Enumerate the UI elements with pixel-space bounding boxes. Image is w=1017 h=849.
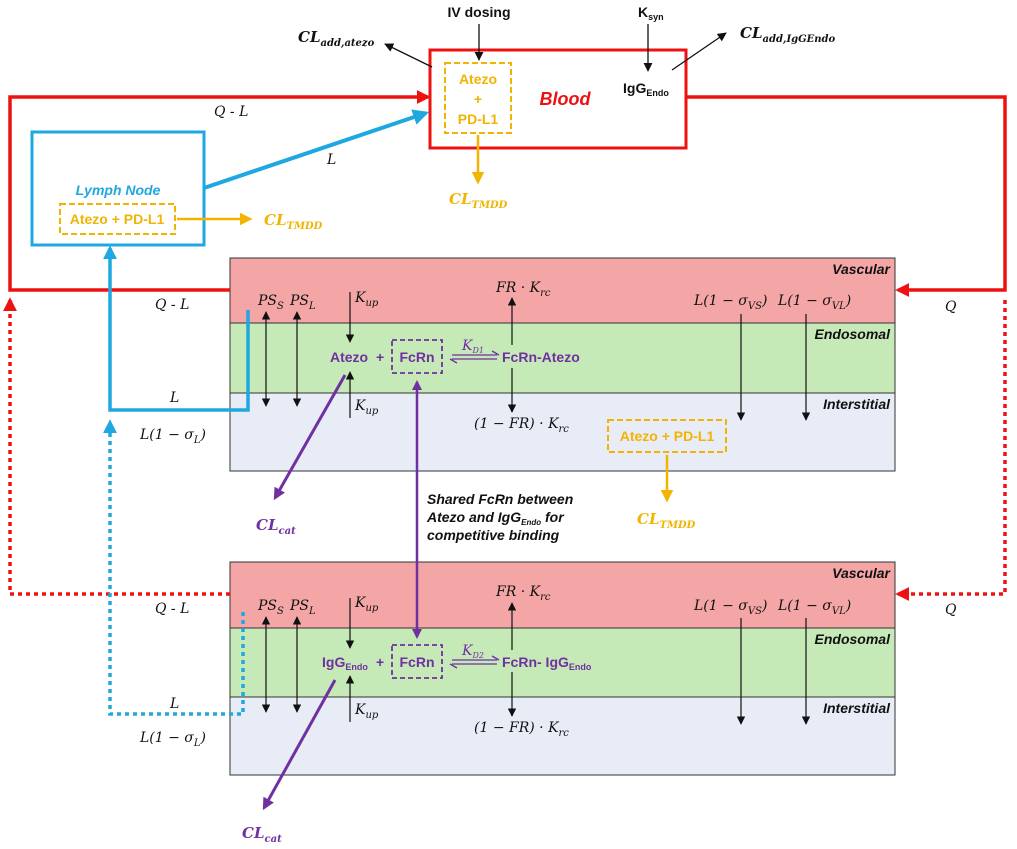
fcrn-box xyxy=(391,339,443,374)
cl-add-atezo-arrow xyxy=(384,43,433,68)
interstitial-layer-2 xyxy=(229,696,896,776)
kup-bottom-label: Kup xyxy=(354,398,379,417)
l-sigma-vs-label: L(1 − σVS) xyxy=(693,293,767,312)
tissue-to-lymph-line xyxy=(103,245,250,412)
kup-top-label-2: Kup xyxy=(354,595,379,614)
interstitial-label-2: Interstitial xyxy=(823,700,891,716)
vascular-layer xyxy=(229,257,896,324)
interstitial-complex-label: Atezo + PD-L1 xyxy=(620,428,715,444)
q-minus-l-label-1: Q - L xyxy=(155,297,189,313)
shared-note-line2: Atezo and IgGEndo for xyxy=(426,509,565,527)
blood-box xyxy=(428,48,688,150)
kd2-label: KD2 xyxy=(461,643,484,660)
ps-l-label: PSL xyxy=(289,293,316,312)
atezo-endo-label: Atezo xyxy=(330,349,368,365)
fcrn-atezo-label: FcRn-Atezo xyxy=(502,349,580,365)
kup-top-label: Kup xyxy=(354,290,379,309)
blood-igg-endo: IgGEndo xyxy=(623,80,669,98)
kup-bottom-label-2: Kup xyxy=(354,702,379,721)
lymph-node: Lymph Node Atezo + PD-L1 CLTMDD xyxy=(30,130,323,247)
ps-s-label-2: PSS xyxy=(257,598,284,617)
q-arterial-line-2 xyxy=(895,300,1007,601)
vascular-layer-2 xyxy=(229,561,896,629)
cl-cat-1: CLcat xyxy=(256,516,296,537)
shared-fcrn-note: Shared FcRn between Atezo and IgGEndo fo… xyxy=(426,491,573,543)
cl-cat-arrow-1 xyxy=(273,374,347,501)
one-minus-fr-label-2: (1 − FR) · Krc xyxy=(474,720,569,739)
cl-cat-arrow-2 xyxy=(262,679,337,811)
blood-compartment: Blood Atezo + PD-L1 IgGEndo IV dosing Ks… xyxy=(298,4,836,211)
fcrn-box-2 xyxy=(391,644,443,679)
interstitial-layer xyxy=(229,392,896,472)
l-sigma-vs-label-2: L(1 − σVS) xyxy=(693,598,767,617)
lymph-to-blood-line xyxy=(203,109,430,190)
kd1-label: KD1 xyxy=(461,338,484,355)
interstitial-complex-box xyxy=(607,419,727,453)
l-sigma-l-label-2: L(1 − σL) xyxy=(139,730,206,749)
l-sigma-vl-label: L(1 − σVL) xyxy=(777,293,851,312)
blood-complex-atezo: Atezo xyxy=(459,71,497,87)
blood-cl-tmdd: CLTMDD xyxy=(449,190,508,211)
plus-label-2: + xyxy=(376,654,384,670)
q-minus-l-return-line-2 xyxy=(2,297,230,596)
l-label-2: L xyxy=(169,696,179,712)
q-label-1: Q xyxy=(945,299,957,315)
cl-cat-2: CLcat xyxy=(242,824,282,845)
plus-label: + xyxy=(376,349,384,365)
l-label-top: L xyxy=(326,152,336,168)
lymph-cl-tmdd: CLTMDD xyxy=(264,211,323,232)
vascular-label-2: Vascular xyxy=(832,565,891,581)
cl-add-iggendo: CLadd,IgGEndo xyxy=(740,24,836,45)
shared-note-line1: Shared FcRn between xyxy=(427,491,573,507)
endosomal-label: Endosomal xyxy=(815,326,892,342)
tissue-igg: Vascular Endosomal Interstitial PSS PSL … xyxy=(229,561,896,845)
kd2-equilibrium-arrow xyxy=(449,655,500,669)
ps-s-label: PSS xyxy=(257,293,284,312)
ksyn-label: Ksyn xyxy=(638,4,664,22)
interstitial-label: Interstitial xyxy=(823,396,891,412)
l-sigma-l-label-1: L(1 − σL) xyxy=(139,427,206,446)
tissue-to-lymph-line-2 xyxy=(103,419,245,716)
endosomal-layer-2 xyxy=(229,627,896,698)
vascular-label: Vascular xyxy=(832,261,891,277)
cl-add-iggendo-arrow xyxy=(671,32,727,71)
ps-l-label-2: PSL xyxy=(289,598,316,617)
l-label-1: L xyxy=(169,390,179,406)
fr-krc-label: FR · Krc xyxy=(495,280,551,299)
l-sigma-vl-label-2: L(1 − σVL) xyxy=(777,598,851,617)
fr-krc-label-2: FR · Krc xyxy=(495,584,551,603)
q-arterial-line xyxy=(687,95,1007,297)
lymph-node-title: Lymph Node xyxy=(76,182,161,198)
endosomal-label-2: Endosomal xyxy=(815,631,892,647)
blood-complex-box xyxy=(444,62,512,134)
lymph-complex-label: Atezo + PD-L1 xyxy=(70,211,165,227)
interstitial-cl-tmdd: CLTMDD xyxy=(637,510,696,531)
iv-dosing-label: IV dosing xyxy=(448,4,511,20)
blood-complex-pdl1: PD-L1 xyxy=(458,111,499,127)
fcrn-label: FcRn xyxy=(400,349,435,365)
shared-note-line3: competitive binding xyxy=(427,527,560,543)
q-minus-l-label-2: Q - L xyxy=(155,601,189,617)
igg-endo-label: IgGEndo xyxy=(322,654,368,672)
fcrn-label-2: FcRn xyxy=(400,654,435,670)
blood-complex-plus: + xyxy=(474,91,482,107)
tissue-atezo: Vascular Endosomal Interstitial PSS PSL … xyxy=(229,257,896,537)
q-minus-l-return-line xyxy=(8,90,431,292)
blood-title: Blood xyxy=(540,89,592,109)
q-label-2: Q xyxy=(945,602,957,618)
q-minus-l-label-top: Q - L xyxy=(214,104,248,120)
lymph-complex-box xyxy=(59,203,176,235)
one-minus-fr-label: (1 − FR) · Krc xyxy=(474,416,569,435)
cl-add-atezo: CLadd,atezo xyxy=(298,28,375,49)
fcrn-igg-label: FcRn- IgGEndo xyxy=(502,654,592,672)
kd1-equilibrium-arrow xyxy=(449,350,500,364)
